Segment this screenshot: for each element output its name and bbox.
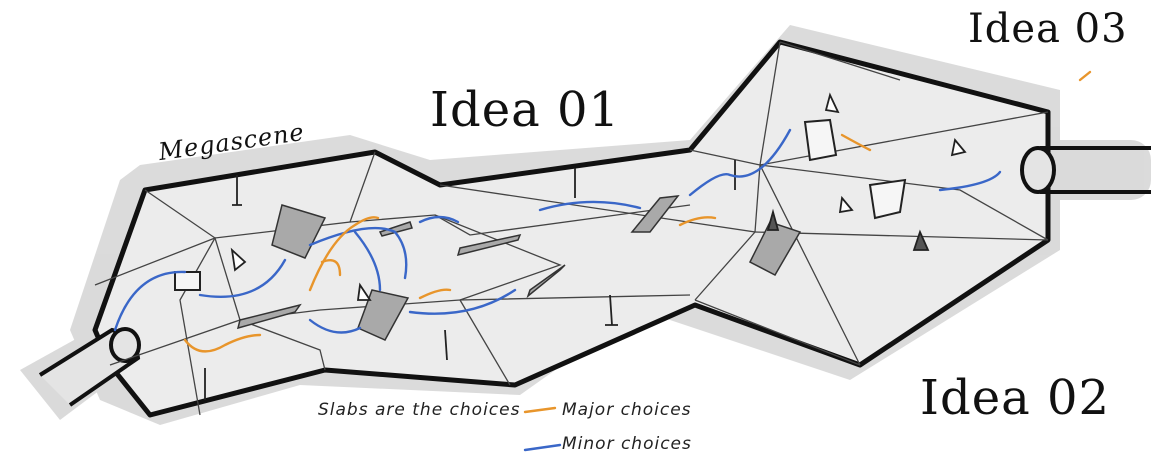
label-idea-02: Idea 02 bbox=[920, 370, 1111, 426]
label-idea-01: Idea 01 bbox=[430, 82, 621, 138]
slab-6 bbox=[630, 195, 680, 233]
label-idea-03: Idea 03 bbox=[968, 6, 1128, 52]
slabs bbox=[236, 195, 802, 341]
slab-3 bbox=[236, 303, 302, 330]
slab-white-1 bbox=[803, 118, 838, 162]
exit-tube bbox=[1020, 146, 1151, 194]
major-choice-paths bbox=[183, 70, 1092, 414]
slab-white-2 bbox=[868, 178, 907, 220]
slab-4 bbox=[456, 233, 522, 257]
legend-minor: Minor choices bbox=[562, 434, 692, 454]
slab-1 bbox=[271, 204, 327, 259]
legend-major: Major choices bbox=[562, 400, 692, 420]
slab-2 bbox=[357, 289, 410, 341]
slab-5 bbox=[526, 264, 566, 299]
legend-slabs: Slabs are the choices bbox=[318, 400, 521, 420]
facet-lines bbox=[94, 41, 1049, 416]
outline-slabs bbox=[174, 118, 907, 291]
slab-white-3 bbox=[174, 271, 201, 291]
minor-choice-paths bbox=[113, 128, 1002, 452]
slab-8 bbox=[378, 221, 413, 237]
slab-7 bbox=[748, 221, 802, 276]
props bbox=[204, 92, 967, 400]
entrance-tube bbox=[38, 327, 141, 407]
